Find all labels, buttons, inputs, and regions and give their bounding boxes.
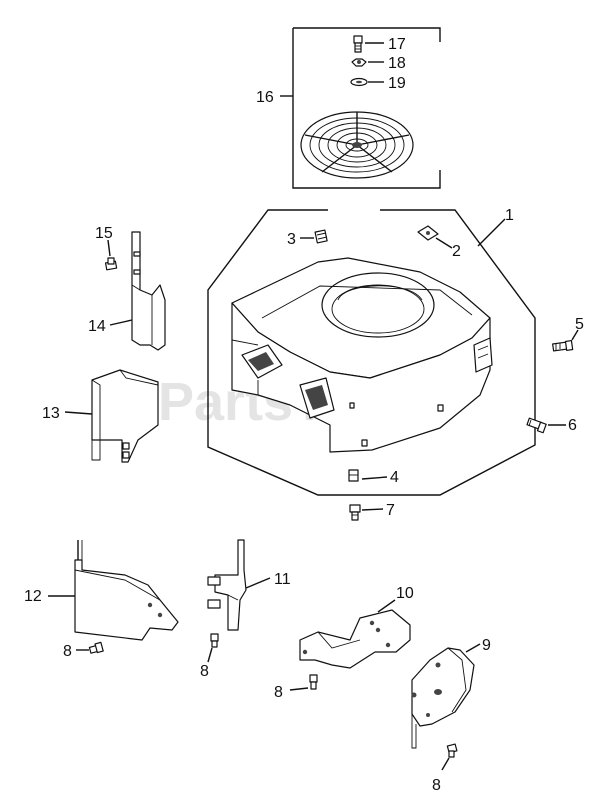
callout-12: 12 <box>24 588 42 605</box>
part-6-screw[interactable] <box>526 417 547 434</box>
part-18-nut[interactable] <box>351 58 367 67</box>
callout-5: 5 <box>575 316 584 333</box>
part-19-washer[interactable] <box>350 77 368 87</box>
part-12-baffle[interactable] <box>74 540 179 641</box>
part-8-screw-b[interactable] <box>210 633 219 648</box>
callout-19: 19 <box>388 75 406 92</box>
callout-8-c: 8 <box>274 684 283 701</box>
callout-9: 9 <box>482 637 491 654</box>
part-14-bracket[interactable] <box>131 231 166 351</box>
callout-8-a: 8 <box>63 643 72 660</box>
callout-2: 2 <box>452 243 461 260</box>
callout-8-b: 8 <box>200 663 209 680</box>
part-2-clip[interactable] <box>417 225 439 241</box>
part-11-baffle[interactable] <box>207 539 247 631</box>
part-16-grille[interactable] <box>300 111 414 179</box>
callout-11: 11 <box>274 571 291 588</box>
part-3-screw[interactable] <box>314 229 328 244</box>
housing-group-outline <box>207 209 536 496</box>
part-13-shield[interactable] <box>91 369 159 463</box>
callout-4: 4 <box>390 469 399 486</box>
callout-14: 14 <box>88 318 106 335</box>
callout-6: 6 <box>568 417 577 434</box>
callout-16: 16 <box>256 89 274 106</box>
callout-15: 15 <box>95 225 113 242</box>
part-9-guard[interactable] <box>411 647 475 749</box>
part-5-screw[interactable] <box>552 340 574 352</box>
part-10-bracket[interactable] <box>299 609 411 669</box>
callout-18: 18 <box>388 55 406 72</box>
callout-17: 17 <box>388 36 406 53</box>
part-15-screw[interactable] <box>104 257 118 271</box>
callout-8-d: 8 <box>432 777 441 794</box>
part-4-nut[interactable] <box>348 469 359 482</box>
grille-kit-box <box>280 27 441 189</box>
part-1-blower-housing[interactable] <box>231 257 493 453</box>
part-7-screw[interactable] <box>349 504 361 521</box>
callout-13: 13 <box>42 405 60 422</box>
part-8-screw-c[interactable] <box>309 674 318 690</box>
part-17-screw[interactable] <box>353 35 363 53</box>
part-8-screw-d[interactable] <box>446 743 458 758</box>
part-8-screw-a[interactable] <box>88 641 104 654</box>
callout-1: 1 <box>505 207 514 224</box>
callout-7: 7 <box>386 502 395 519</box>
callout-3: 3 <box>287 231 296 248</box>
callout-10: 10 <box>396 585 414 602</box>
